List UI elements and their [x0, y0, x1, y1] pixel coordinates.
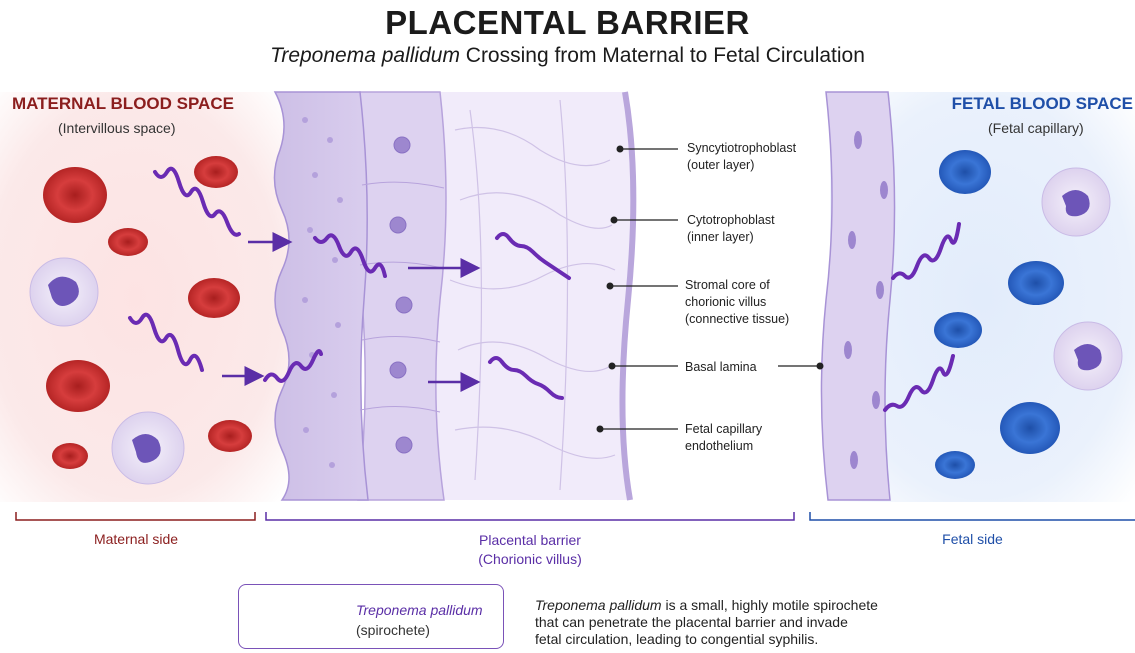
bracket-label-maternal: Maternal side [16, 531, 256, 547]
bracket-label-barrier: Placental barrier(Chorionic villus) [266, 531, 794, 569]
maternal-title: MATERNAL BLOOD SPACE [12, 94, 234, 114]
layer-label-syncytiotrophoblast: Syncytiotrophoblast(outer layer) [687, 140, 796, 174]
subtitle-organism: Treponema pallidum [270, 44, 460, 67]
fetal-subtitle: (Fetal capillary) [988, 120, 1084, 136]
fetal-title: FETAL BLOOD SPACE [952, 94, 1133, 114]
subtitle-rest: Crossing from Maternal to Fetal Circulat… [460, 44, 865, 67]
legend-description: (spirochete) [356, 622, 430, 638]
maternal-subtitle: (Intervillous space) [58, 120, 176, 136]
caption: Treponema pallidum is a small, highly mo… [535, 597, 878, 648]
layer-label-cytotrophoblast: Cytotrophoblast(inner layer) [687, 212, 775, 246]
legend-name: Treponema pallidum [356, 602, 483, 618]
page-subtitle: Treponema pallidum Crossing from Materna… [0, 44, 1135, 68]
layer-label-basal-lamina: Basal lamina [685, 359, 757, 376]
page-title: PLACENTAL BARRIER [0, 4, 1135, 42]
caption-organism: Treponema pallidum [535, 597, 662, 613]
bracket-label-fetal: Fetal side [810, 531, 1135, 547]
